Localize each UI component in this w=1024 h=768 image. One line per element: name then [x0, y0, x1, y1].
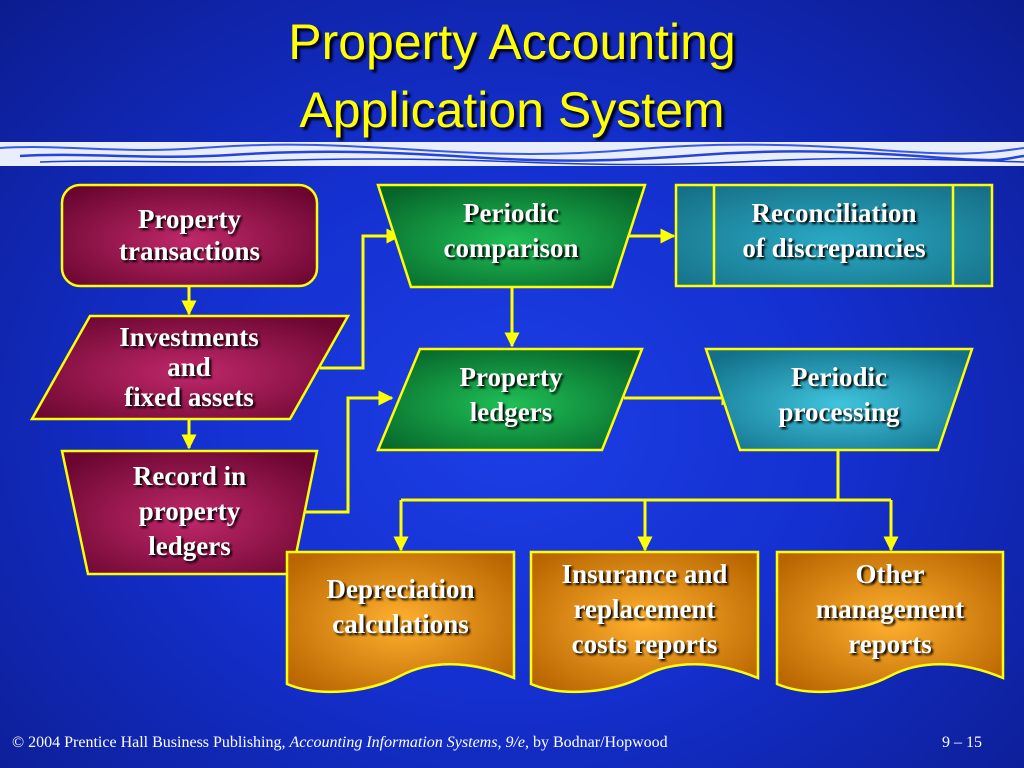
label-line: Reconciliation — [751, 198, 917, 228]
footer-book-title: Accounting Information Systems, 9/e — [289, 734, 525, 751]
property-ledgers-shape — [376, 347, 644, 452]
connectors — [181, 228, 899, 552]
property-ledgers-label: Property ledgers — [400, 360, 622, 434]
other-label: Other management reports — [777, 557, 1003, 662]
periodic-comparison-shape — [376, 183, 647, 289]
depreciation-shape — [285, 550, 516, 694]
label-line: comparison — [443, 233, 579, 263]
property-transactions-shape — [60, 183, 319, 288]
label-line: Other — [855, 559, 925, 589]
label-line: calculations — [332, 609, 469, 639]
other-shape — [775, 550, 1005, 694]
periodic-comparison-label: Periodic comparison — [400, 196, 622, 270]
label-line: Periodic — [463, 198, 559, 228]
label-line: Depreciation — [326, 574, 475, 604]
record-label: Record in property ledgers — [72, 455, 307, 567]
reconciliation-label: Reconciliation of discrepancies — [700, 196, 968, 270]
periodic-processing-label: Periodic processing — [728, 360, 950, 434]
label-line: processing — [778, 397, 900, 427]
depreciation-label: Depreciation calculations — [287, 572, 514, 646]
label-line: Periodic — [791, 362, 887, 392]
label-line: Insurance and — [561, 559, 728, 589]
label-line: fixed assets — [124, 382, 254, 412]
periodic-processing-shape — [704, 347, 974, 452]
footer-authors: , by Bodnar/Hopwood — [525, 734, 668, 751]
investments-shape — [29, 314, 351, 421]
label-line: property — [138, 495, 241, 526]
arrow-investments-to-comparison — [320, 228, 402, 370]
insurance-label: Insurance and replacement costs reports — [531, 557, 758, 662]
label-line: ledgers — [469, 397, 553, 427]
label-line: of discrepancies — [742, 233, 926, 263]
label-line: and — [167, 352, 211, 382]
label-line: Property — [459, 362, 563, 392]
page-title-line-1: Property Accounting — [288, 14, 736, 70]
label-line: costs reports — [571, 629, 718, 659]
label-line: replacement — [573, 594, 716, 624]
investments-label: Investments and fixed assets — [60, 316, 318, 418]
label-line: transactions — [119, 236, 260, 266]
label-line: ledgers — [148, 530, 231, 561]
insurance-shape — [529, 550, 760, 694]
reconciliation-shape — [674, 183, 994, 288]
label-line: management — [815, 594, 965, 624]
footer-credit: © 2004 Prentice Hall Business Publishing… — [12, 734, 668, 752]
page-title-line-2: Application System — [299, 82, 725, 138]
property-transactions-label: Property transactions — [62, 185, 317, 285]
page-number: 9 – 15 — [942, 734, 982, 751]
footer-copyright: © 2004 Prentice Hall Business Publishing… — [12, 734, 290, 751]
arrow-record-to-ledgers — [295, 390, 394, 514]
label-line: Record in — [132, 460, 247, 491]
label-line: Property — [138, 204, 241, 234]
label-line: reports — [848, 629, 932, 659]
label-line: Investments — [119, 322, 259, 352]
wave-divider — [0, 142, 1024, 166]
